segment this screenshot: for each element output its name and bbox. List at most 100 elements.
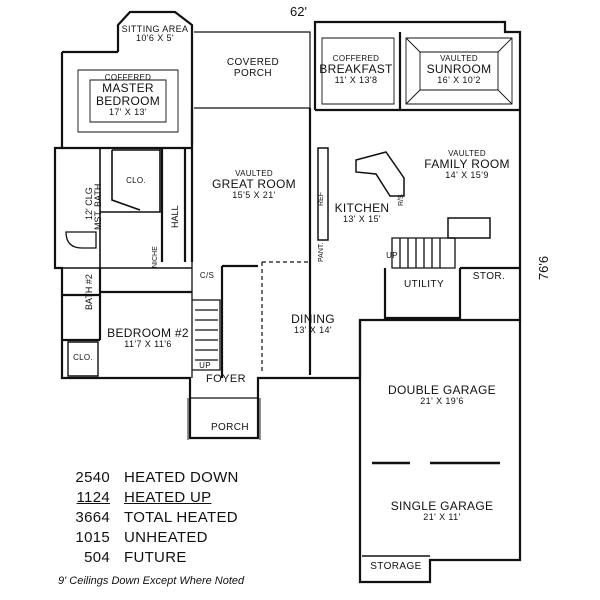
sunroom-label: VAULTED SUNROOM 16' X 10'2 — [426, 54, 492, 85]
area-label: HEATED DOWN — [124, 468, 239, 486]
kitchen-label: KITCHEN 13' X 15' — [335, 202, 390, 224]
great-room-name: GREAT ROOM — [212, 177, 296, 192]
bedroom2-walls — [62, 268, 192, 342]
sitting-area-bay — [116, 10, 194, 52]
bath2-label: BATH #2 — [84, 274, 94, 310]
bedroom2-size: 11'7 X 11'6 — [124, 338, 172, 349]
single-garage-size: 21' X 11' — [423, 511, 461, 522]
area-value: 1015 — [75, 528, 110, 546]
bedroom2-label: BEDROOM #2 11'7 X 11'6 — [107, 327, 189, 349]
master-bedroom-name2: BEDROOM — [95, 93, 161, 108]
family-room-ceiling-note: VAULTED — [448, 149, 486, 158]
storage-label: STORAGE — [370, 561, 422, 572]
double-garage-label: DOUBLE GARAGE 21' X 19'6 — [388, 384, 496, 406]
pantry-label: PANT. — [318, 242, 325, 262]
coffered-ceiling-master — [77, 69, 179, 133]
great-room-label: VAULTED GREAT ROOM 15'5 X 21' — [212, 169, 296, 200]
kitchen-name: KITCHEN — [334, 201, 390, 215]
master-ceiling-note: COFFERED — [104, 73, 152, 82]
hall-walls — [160, 148, 187, 262]
area-value: 1124 — [76, 488, 110, 506]
area-row: 2540 HEATED DOWN — [62, 467, 239, 487]
closet2 — [67, 341, 99, 377]
sunroom-ceiling-note: VAULTED — [440, 54, 478, 63]
area-value: 3664 — [75, 508, 110, 526]
area-label: FUTURE — [124, 548, 187, 566]
breakfast-size: 11' X 13'8 — [334, 74, 378, 85]
master-bedroom-label: COFFERED MASTER BEDROOM 17' X 13' — [95, 73, 161, 117]
kitchen-island — [355, 151, 405, 197]
utility-label: UTILITY — [403, 279, 445, 290]
family-room-name: FAMILY ROOM — [424, 157, 510, 172]
single-garage-name: SINGLE GARAGE — [390, 499, 494, 513]
porch-rail — [187, 398, 261, 440]
overall-width-dimension: 62' — [290, 4, 307, 19]
closet-label-2: CLO. — [73, 353, 93, 362]
dining-opening — [261, 261, 310, 372]
breakfast-label: COFFERED BREAKFAST 11' X 13'8 — [319, 54, 393, 85]
family-room-label: VAULTED FAMILY ROOM 14' X 15'9 — [424, 149, 510, 180]
overall-depth-dimension: 76'6 — [536, 255, 551, 281]
breakfast-walls — [313, 32, 520, 112]
ceiling-footnote: 9' Ceilings Down Except Where Noted — [58, 575, 245, 587]
porch-label: PORCH — [210, 422, 250, 433]
breakfast-ceiling-note: COFFERED — [332, 54, 380, 63]
coat-storage-label: C/S — [199, 271, 215, 280]
bath-walls — [62, 148, 192, 269]
rear-stair-up-label: UP — [386, 251, 398, 260]
front-porch — [190, 397, 258, 439]
area-value: 504 — [84, 548, 110, 566]
coffered-ceiling-breakfast — [321, 37, 395, 105]
covered-porch-name1: COVERED — [226, 57, 280, 68]
kitchen-size: 13' X 15' — [342, 213, 382, 224]
sitting-area-label: SITTING AREA 10'6 X 5' — [121, 24, 189, 44]
bedroom2-name: BEDROOM #2 — [107, 326, 189, 340]
closet-label-1: CLO. — [126, 176, 146, 185]
area-row: 504 FUTURE — [62, 547, 239, 567]
sitting-area-name: SITTING AREA — [121, 24, 189, 34]
foyer-wall — [220, 264, 258, 378]
great-room-size: 15'5 X 21' — [232, 189, 276, 200]
hall-label: HALL — [170, 205, 180, 228]
sitting-area-size: 10'6 X 5' — [135, 33, 175, 44]
great-room-ceiling-note: VAULTED — [235, 169, 273, 178]
sunroom-name: SUNROOM — [426, 62, 492, 77]
rear-stair — [391, 237, 456, 269]
double-garage-name: DOUBLE GARAGE — [388, 383, 496, 397]
stor-label: STOR. — [472, 271, 506, 282]
area-value: 2540 — [75, 468, 110, 486]
dining-name: DINING — [291, 312, 335, 326]
area-row: 1015 UNHEATED — [62, 527, 239, 547]
area-label: UNHEATED — [124, 528, 208, 546]
sunroom-size: 16' X 10'2 — [437, 74, 481, 85]
area-row: 3664 TOTAL HEATED — [62, 507, 239, 527]
covered-porch-label: COVERED PORCH — [226, 57, 280, 79]
breakfast-name: BREAKFAST — [319, 62, 393, 77]
utility-walls — [383, 266, 520, 320]
great-room-walls — [190, 108, 312, 375]
family-room-size: 14' X 15'9 — [445, 169, 489, 180]
vaulted-ceiling-sunroom — [405, 37, 513, 105]
master-bedroom-size: 17' X 13' — [108, 106, 148, 117]
master-bath-label: MST. BATH — [93, 183, 103, 230]
double-garage-size: 21' X 19'6 — [420, 395, 464, 406]
covered-porch-name2: PORCH — [233, 67, 273, 79]
garage-walls — [358, 320, 522, 584]
dining-size: 13' X 14' — [293, 324, 333, 335]
tub — [65, 231, 97, 249]
kitchen-counter — [317, 147, 329, 241]
single-garage-label: SINGLE GARAGE 21' X 11' — [391, 500, 494, 522]
rod-shelf-label: R/S — [398, 194, 405, 206]
covered-porch-outline — [194, 31, 311, 109]
dining-label: DINING 13' X 14' — [291, 313, 335, 335]
refrigerator-label: REF — [318, 192, 325, 206]
area-label: TOTAL HEATED — [124, 508, 238, 526]
niche-label: NICHE — [152, 246, 159, 268]
foyer-label: FOYER — [206, 373, 246, 385]
fireplace — [447, 217, 491, 239]
foyer-stair — [191, 262, 221, 378]
exterior-wall — [53, 20, 522, 440]
